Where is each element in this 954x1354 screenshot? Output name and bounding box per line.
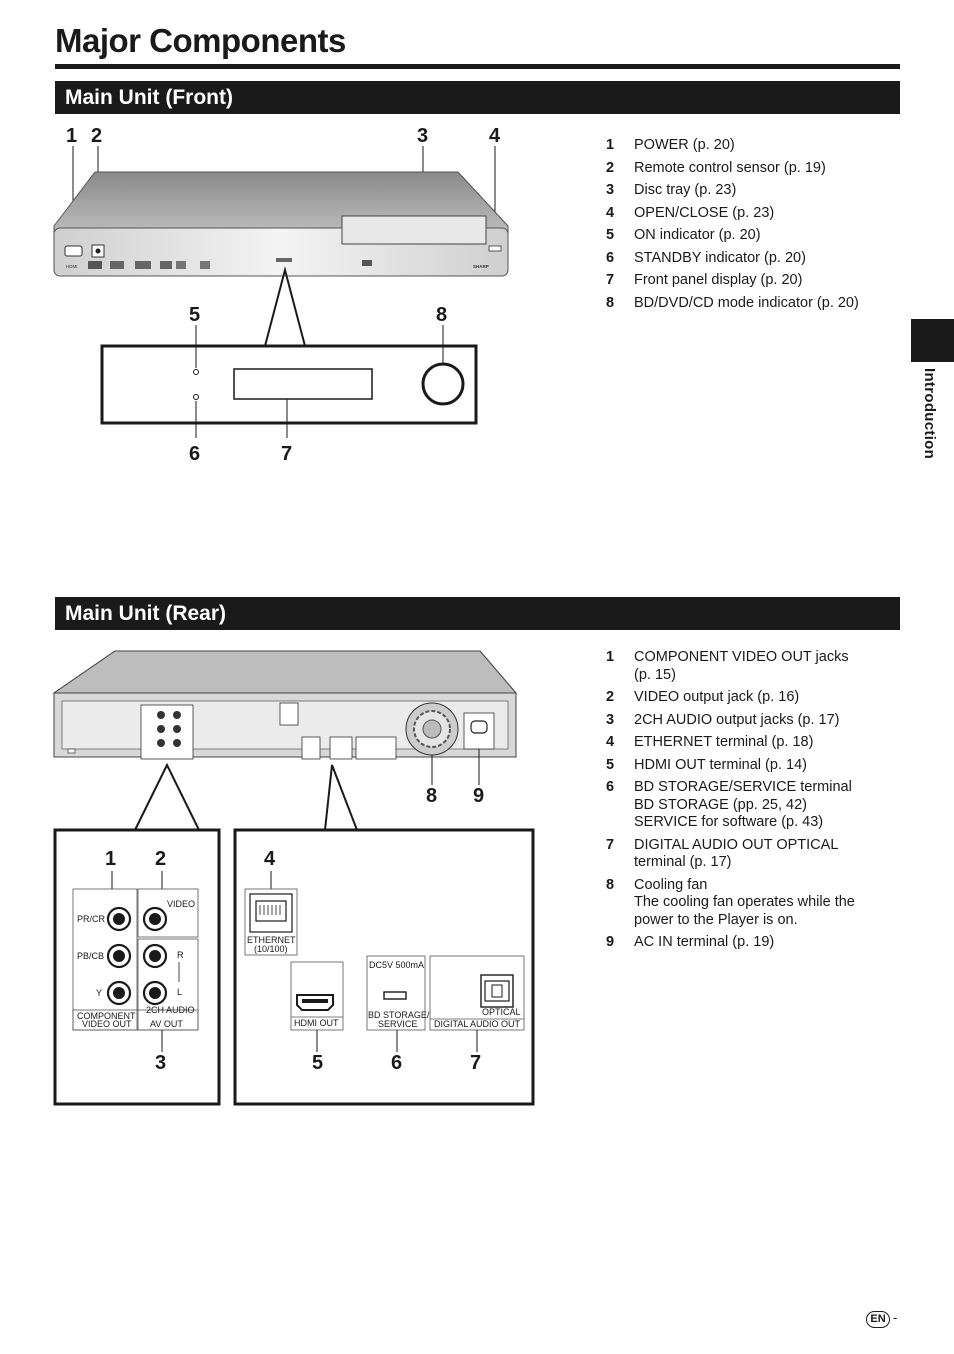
hdmi-logo: HDMI <box>66 264 78 269</box>
front-illustration: 1 2 3 4 HDMI SHARP 5 8 6 7 <box>53 125 509 465</box>
label-component: COMPONENT <box>77 1011 136 1021</box>
label-bd-storage: BD STORAGE/ <box>368 1010 430 1020</box>
label-video: VIDEO <box>167 899 195 909</box>
section-heading-rear: Main Unit (Rear) <box>55 597 900 630</box>
callout-8: 8 <box>436 304 447 326</box>
title-rule <box>55 64 900 69</box>
section-heading-front: Main Unit (Front) <box>55 81 900 114</box>
label-dc5v: DC5V 500mA <box>369 960 424 970</box>
callout-9: 9 <box>473 785 484 807</box>
callout-4: 4 <box>489 125 501 147</box>
label-video-out: VIDEO OUT <box>82 1019 132 1029</box>
callout-5: 5 <box>189 304 200 326</box>
callout-2: 2 <box>155 848 166 870</box>
callout-3: 3 <box>417 125 428 147</box>
label-optical: OPTICAL <box>482 1007 521 1017</box>
label-y: Y <box>96 988 102 998</box>
label-service: SERVICE <box>378 1019 417 1029</box>
callout-6: 6 <box>189 443 200 465</box>
callout-3: 3 <box>155 1052 166 1074</box>
label-2ch-audio: 2CH AUDIO <box>146 1005 195 1015</box>
page-number-suffix: - <box>893 1310 898 1325</box>
callout-4: 4 <box>264 848 276 870</box>
label-av-out: AV OUT <box>150 1019 183 1029</box>
callout-1: 1 <box>105 848 116 870</box>
label-ethernet: ETHERNET <box>247 935 296 945</box>
label-hdmi-out: HDMI OUT <box>294 1018 339 1028</box>
label-l: L <box>177 987 182 997</box>
section-tab-marker <box>911 319 954 362</box>
callout-6: 6 <box>391 1052 402 1074</box>
rear-illustration: 8 9 1 2 PR/CR PB/CB Y VIDEO R L COMPONEN… <box>52 650 535 1106</box>
page-title: Major Components <box>55 22 346 59</box>
callout-1: 1 <box>66 125 77 147</box>
callout-2: 2 <box>91 125 102 147</box>
sharp-logo: SHARP <box>473 264 489 269</box>
label-pr-cr: PR/CR <box>77 914 106 924</box>
callout-7: 7 <box>470 1052 481 1074</box>
label-digital-audio-out: DIGITAL AUDIO OUT <box>434 1019 521 1029</box>
label-pb-cb: PB/CB <box>77 951 104 961</box>
language-badge: EN <box>866 1311 890 1328</box>
label-ethernet-speed: (10/100) <box>254 944 288 954</box>
label-r: R <box>177 950 184 960</box>
side-section-label: Introduction <box>921 368 938 460</box>
callout-5: 5 <box>312 1052 323 1074</box>
callout-8: 8 <box>426 785 437 807</box>
callout-7: 7 <box>281 443 292 465</box>
